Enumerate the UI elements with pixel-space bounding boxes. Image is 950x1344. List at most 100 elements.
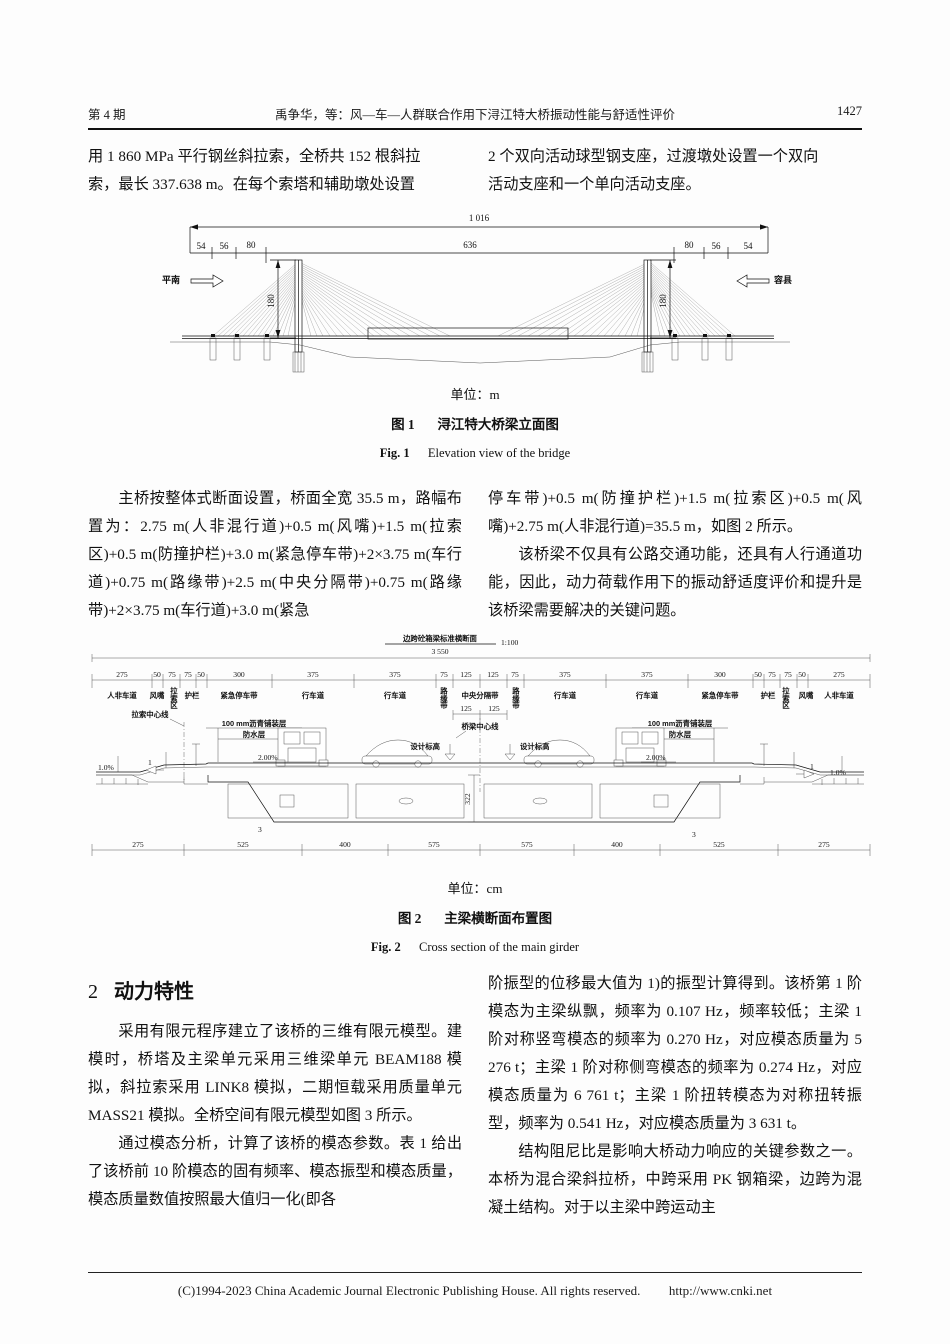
fig2-top-dim: 75	[168, 670, 176, 679]
fig2-bottom-dim: 275	[132, 840, 144, 849]
fig2-center-dim: 125	[488, 704, 500, 713]
fig2-top-dim: 50	[798, 670, 806, 679]
fig2-bottom-dim: 525	[713, 840, 725, 849]
figure-1-drawing: 1 016 54 56 80 636 80 56 54	[150, 205, 810, 380]
arrow-left-icon	[190, 274, 224, 288]
fig1-span: 80	[685, 240, 695, 250]
figure-2-unit: 单位：cm	[447, 881, 503, 896]
figure-1-unit: 单位：m	[450, 387, 500, 402]
fig2-top-dim: 375	[641, 670, 653, 679]
fig2-bottom-dim: 575	[428, 840, 440, 849]
figure-1-label-en: Fig. 1	[379, 446, 410, 460]
fig2-top-dim: 275	[116, 670, 128, 679]
fig2-label: 路缘带	[511, 686, 520, 710]
figure-2-scale: 1:100	[501, 638, 519, 647]
fig1-tower-height-right: 180	[658, 294, 668, 308]
fig2-top-dim: 300	[233, 670, 245, 679]
fig2-bottom-dim: 525	[237, 840, 249, 849]
figure-2-caption: 单位：cm 图 2 主梁横断面布置图 Fig. 2 Cross section …	[88, 878, 862, 958]
fig2-label: 人非车道	[824, 691, 854, 700]
figure-1-caption-en: Fig. 1 Elevation view of the bridge	[88, 442, 862, 464]
fig2-design-elevation-left: 设计标高	[410, 742, 440, 751]
page-number: 1427	[837, 104, 862, 118]
figure-2-label-en: Fig. 2	[370, 940, 401, 954]
figure-1-title-en: Elevation view of the bridge	[427, 446, 571, 460]
fig2-label: 拉索区	[169, 686, 178, 710]
fig2-label: 行车道	[635, 691, 659, 700]
paragraph: 用 1 860 MPa 平行钢丝斜拉索，全桥共 152 根斜拉	[88, 148, 421, 165]
fig2-waterproof-label: 防水层	[669, 730, 692, 739]
copyright-text: (C)1994-2023 China Academic Journal Elec…	[177, 1283, 641, 1298]
fig2-bottom-dim: 400	[611, 840, 623, 849]
fig2-top-dim: 375	[389, 670, 401, 679]
paragraph: 2 个双向活动球型钢支座，过渡墩处设置一个双向	[488, 148, 819, 165]
section-title: 动力特性	[114, 981, 194, 1003]
paragraph: 阶振型的位移最大值为 1)的振型计算得到。该桥第 1 阶模态为主梁纵飘，频率为 …	[488, 975, 862, 1132]
fig2-mark-right: 1	[810, 762, 814, 771]
fig2-label: 风嘴	[150, 691, 165, 700]
fig2-girder-depth: 322	[463, 793, 472, 805]
fig2-slope-deck-right: 2.00%	[646, 753, 666, 762]
fig1-total-span: 1 016	[469, 213, 490, 223]
fig2-top-dim: 75	[184, 670, 192, 679]
fig2-pavement-label: 100 mm沥青铺装层	[648, 719, 713, 728]
fig2-top-dim: 375	[307, 670, 319, 679]
fig2-design-elevation-right: 设计标高	[520, 742, 550, 751]
section-number: 2	[88, 981, 98, 1003]
fig1-span: 56	[712, 241, 722, 251]
footer-rule	[88, 1272, 862, 1273]
right-column-top: 2 个双向活动球型钢支座，过渡墩处设置一个双向 活动支座和一个单向活动支座。	[488, 143, 862, 199]
fig2-label: 行车道	[553, 691, 577, 700]
running-head-left: 第 4 期	[88, 108, 126, 122]
fig2-top-dim: 75	[768, 670, 776, 679]
fig2-top-dim: 125	[487, 670, 499, 679]
fig1-span: 80	[247, 240, 257, 250]
fig2-top-dim: 75	[511, 670, 519, 679]
fig2-label: 风嘴	[799, 691, 814, 700]
figure-2-title-en: Cross section of the main girder	[419, 940, 580, 954]
fig2-bottom-dim: 400	[339, 840, 351, 849]
footer: (C)1994-2023 China Academic Journal Elec…	[88, 1283, 862, 1299]
figure-2-caption-cn: 图 2 主梁横断面布置图	[88, 908, 862, 930]
right-column-bottom: 阶振型的位移最大值为 1)的振型计算得到。该桥第 1 阶模态为主梁纵飘，频率为 …	[488, 970, 862, 1222]
fig2-label: 行车道	[301, 691, 325, 700]
fig2-label: 路缘带	[439, 686, 448, 710]
fig2-mark-left: 1	[148, 758, 152, 767]
fig1-direction-left-label: 平南	[162, 274, 180, 285]
fig2-bottom-dim: 275	[818, 840, 830, 849]
fig1-span: 54	[197, 241, 207, 251]
figure-2-total-width: 3 550	[431, 647, 448, 656]
fig2-slope-edge-right: 1.0%	[830, 768, 846, 777]
fig2-waterproof-label: 防水层	[243, 730, 266, 739]
fig2-label: 紧急停车带	[702, 691, 740, 700]
fig2-mark-b-right: 3	[692, 830, 696, 839]
vehicle-truck-left	[275, 727, 329, 767]
fig2-cable-centerline-label: 拉索中心线	[132, 710, 170, 719]
left-column-mid: 主桥按整体式断面设置，桥面全宽 35.5 m，路幅布置为：2.75 m(人非混行…	[88, 485, 462, 625]
figure-1-title-cn: 浔江特大桥梁立面图	[437, 417, 559, 432]
fig2-bridge-centerline-label: 桥梁中心线	[462, 722, 500, 731]
fig2-bottom-dim: 575	[521, 840, 533, 849]
left-column-top: 用 1 860 MPa 平行钢丝斜拉索，全桥共 152 根斜拉 索，最长 337…	[88, 143, 462, 199]
cnki-url[interactable]: http://www.cnki.net	[668, 1283, 773, 1298]
fig2-label: 拉索区	[781, 686, 790, 710]
fig1-direction-right-label: 容县	[773, 274, 792, 285]
running-head-center: 禹争华，等：风—车—人群联合作用下浔江特大桥振动性能与舒适性评价	[274, 108, 676, 122]
paragraph: 结构阻尼比是影响大桥动力响应的关键参数之一。本桥为混合梁斜拉桥，中跨采用 PK …	[488, 1143, 862, 1216]
fig2-top-dim: 50	[197, 670, 205, 679]
vehicle-car-left	[361, 739, 433, 768]
fig2-label: 人非车道	[107, 691, 137, 700]
paragraph: 该桥梁不仅具有公路交通功能，还具有人行通道功能，因此，动力荷载作用下的振动舒适度…	[488, 546, 862, 619]
fig2-label: 中央分隔带	[462, 691, 500, 700]
fig2-top-dim: 75	[440, 670, 448, 679]
figure-2-caption-en: Fig. 2 Cross section of the main girder	[88, 936, 862, 958]
section-heading: 2 动力特性	[88, 975, 194, 1004]
fig2-label: 护栏	[761, 691, 776, 700]
header-rule	[88, 128, 862, 130]
running-head: 第 4 期 禹争华，等：风—车—人群联合作用下浔江特大桥振动性能与舒适性评价 1…	[88, 104, 862, 130]
fig2-top-dim: 125	[460, 670, 472, 679]
fig2-top-dim: 375	[559, 670, 571, 679]
right-column-mid: 停车带)+0.5 m(防撞护栏)+1.5 m(拉索区)+0.5 m(风嘴)+2.…	[488, 485, 862, 625]
fig2-top-dim: 50	[153, 670, 161, 679]
